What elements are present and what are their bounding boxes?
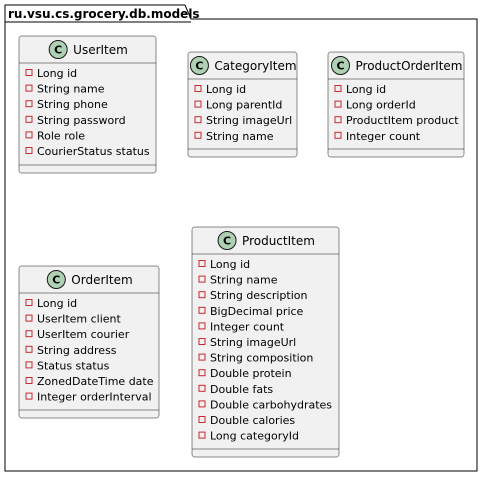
class-field: Status status xyxy=(37,359,110,372)
class-field: Double carbohydrates xyxy=(210,398,332,411)
private-square-icon xyxy=(198,338,206,345)
class-field: String password xyxy=(37,114,126,127)
class-field: ProductItem product xyxy=(346,114,459,127)
private-square-icon xyxy=(198,275,206,283)
private-square-icon xyxy=(198,431,206,439)
private-square-icon xyxy=(198,400,206,408)
class-stereotype-label: C xyxy=(336,60,344,73)
private-square-icon xyxy=(198,306,206,314)
class-field: String name xyxy=(206,130,274,143)
class-field: String composition xyxy=(210,352,313,365)
private-square-icon xyxy=(198,291,206,299)
class-field: Long categoryId xyxy=(210,430,299,443)
private-square-icon xyxy=(198,260,206,267)
private-square-icon xyxy=(25,361,33,369)
private-square-icon xyxy=(198,322,206,330)
class-box xyxy=(18,265,160,419)
private-square-icon xyxy=(198,353,206,361)
class-stereotype-label: C xyxy=(54,44,62,57)
class-field: Long id xyxy=(210,258,250,271)
class-field: String description xyxy=(210,289,308,302)
package: ru.vsu.cs.grocery.db.models xyxy=(4,4,478,472)
private-square-icon xyxy=(25,115,33,123)
private-square-icon xyxy=(25,392,33,400)
class-box xyxy=(327,51,465,158)
class-stereotype-label: C xyxy=(52,274,60,287)
class-c-icon xyxy=(46,270,66,289)
private-square-icon xyxy=(194,116,202,124)
private-square-icon xyxy=(25,314,33,322)
private-square-icon xyxy=(334,131,342,139)
private-square-icon xyxy=(334,100,342,108)
class-field: Integer count xyxy=(346,130,421,143)
class-field: String imageUrl xyxy=(210,336,296,349)
private-square-icon xyxy=(25,84,33,92)
class-box xyxy=(18,35,157,174)
class-field: UserItem client xyxy=(37,313,122,326)
class-box xyxy=(191,226,340,458)
class-field: Double protein xyxy=(210,367,292,380)
class-name: CategoryItem xyxy=(214,59,296,73)
private-square-icon xyxy=(25,345,33,353)
class-field: String phone xyxy=(37,98,108,111)
class-field: Long orderId xyxy=(346,99,416,112)
private-square-icon xyxy=(334,85,342,92)
package-frame xyxy=(4,4,478,472)
class-field: String imageUrl xyxy=(206,114,292,127)
private-square-icon xyxy=(25,131,33,139)
class-stereotype-label: C xyxy=(195,60,203,73)
class-field: BigDecimal price xyxy=(210,305,304,318)
private-square-icon xyxy=(25,330,33,338)
package-title: ru.vsu.cs.grocery.db.models xyxy=(8,7,200,21)
class-name: OrderItem xyxy=(71,273,132,287)
class-name: ProductItem xyxy=(242,234,315,248)
private-square-icon xyxy=(194,100,202,108)
private-square-icon xyxy=(25,299,33,306)
private-square-icon xyxy=(198,384,206,392)
class-field: Long id xyxy=(37,67,77,80)
class-field: Double fats xyxy=(210,383,273,396)
class-field: String name xyxy=(210,274,278,287)
class-field: Long id xyxy=(346,83,386,96)
private-square-icon xyxy=(25,377,33,384)
class-field: Long parentId xyxy=(206,99,282,112)
private-square-icon xyxy=(25,69,33,76)
class-field: ZonedDateTime date xyxy=(37,375,154,388)
private-square-icon xyxy=(25,100,33,108)
private-square-icon xyxy=(334,116,342,124)
private-square-icon xyxy=(25,147,33,154)
class-stereotype-label: C xyxy=(223,235,231,248)
class-c-icon xyxy=(217,231,237,250)
class-field: Long id xyxy=(37,297,77,310)
class-field: String address xyxy=(37,344,117,357)
private-square-icon xyxy=(194,85,202,92)
private-square-icon xyxy=(194,131,202,139)
class-field: Long id xyxy=(206,83,246,96)
class-field: Double calories xyxy=(210,414,295,427)
class-box xyxy=(187,51,298,158)
class-field: Integer count xyxy=(210,320,285,333)
class-c-icon xyxy=(189,56,209,75)
class-c-icon xyxy=(331,56,351,75)
private-square-icon xyxy=(198,369,206,377)
class-name: UserItem xyxy=(73,43,128,57)
class-field: UserItem courier xyxy=(37,328,130,341)
class-name: ProductOrderItem xyxy=(356,59,463,73)
class-field: Integer orderInterval xyxy=(37,391,152,404)
class-field: CourierStatus status xyxy=(37,145,150,158)
class-field: String name xyxy=(37,83,105,96)
private-square-icon xyxy=(198,416,206,423)
class-field: Role role xyxy=(37,129,85,142)
class-c-icon xyxy=(48,40,68,59)
